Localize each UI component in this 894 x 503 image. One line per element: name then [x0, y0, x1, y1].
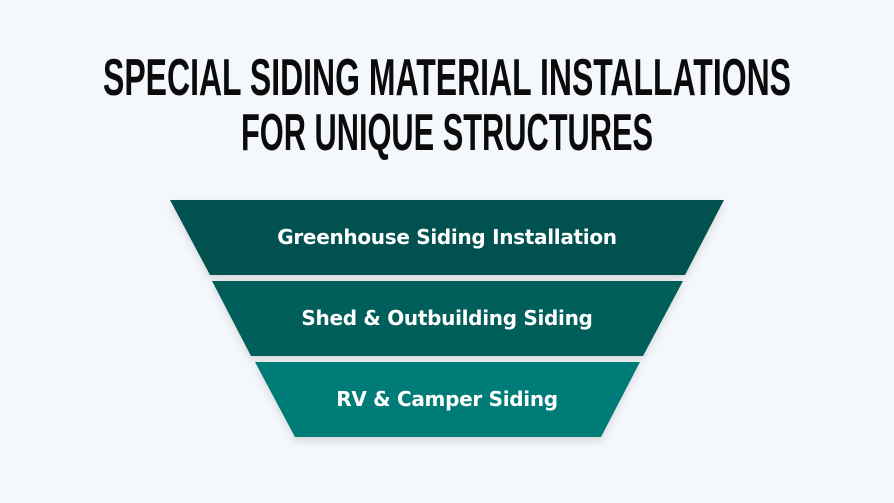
diagram-title-line-2: FOR UNIQUE STRUCTURES [241, 104, 653, 162]
diagram-title-line-1: SPECIAL SIDING MATERIAL INSTALLATIONS [103, 49, 791, 107]
funnel-level-2 [212, 281, 683, 356]
funnel-level-2-label: Shed & Outbuilding Siding [301, 306, 593, 330]
funnel-level-1 [170, 200, 724, 275]
funnel-level-3-label: RV & Camper Siding [336, 387, 558, 411]
funnel-level-3 [255, 362, 640, 437]
funnel-level-1-label: Greenhouse Siding Installation [277, 225, 617, 249]
